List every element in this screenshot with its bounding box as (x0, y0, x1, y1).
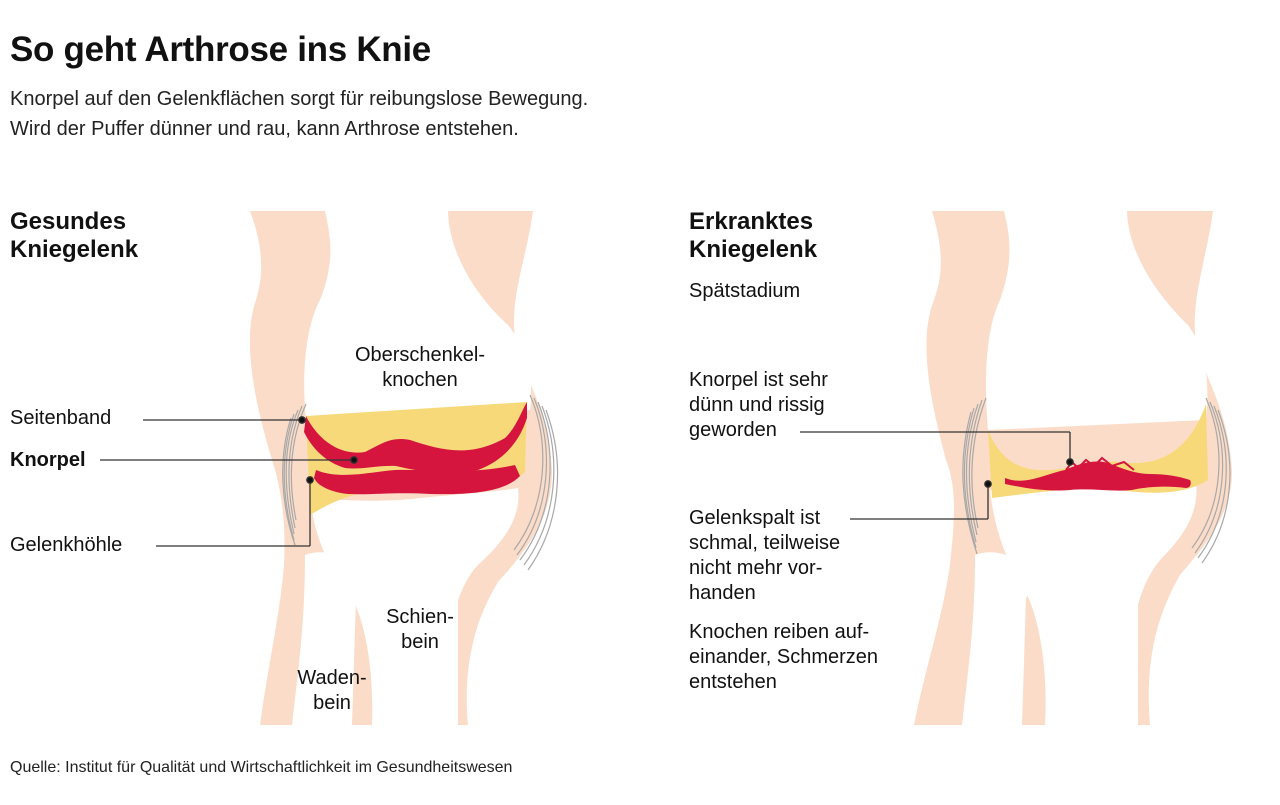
diseased-femur (985, 211, 1208, 430)
healthy-panel-title: Gesundes Kniegelenk (10, 208, 138, 264)
label-fibula-line-1: Waden- (297, 667, 367, 689)
healthy-title-line-2: Kniegelenk (10, 236, 139, 263)
healthy-right-ligament (513, 394, 559, 571)
healthy-title-line-1: Gesundes (10, 208, 127, 235)
diseased-cartilage-cracks (1065, 456, 1135, 471)
label-femur: Oberschenkel- knochen (320, 343, 520, 393)
healthy-femur (304, 211, 532, 420)
label-thin-cartilage-line-1: Knorpel ist sehr (689, 369, 828, 391)
label-thin-cartilage-line-3: geworden (689, 419, 777, 441)
label-bones-rubbing-line-1: Knochen reiben auf- (689, 621, 870, 643)
label-bones-rubbing: Knochen reiben auf- einander, Schmerzen … (689, 620, 878, 695)
healthy-fibula (292, 552, 364, 725)
label-narrow-gap: Gelenkspalt ist schmal, teilweise nicht … (689, 506, 840, 606)
healthy-tibial-cartilage (314, 465, 520, 495)
label-narrow-gap-line-2: schmal, teilweise (689, 532, 841, 554)
healthy-femoral-cartilage (304, 402, 527, 473)
diseased-title-line-1: Erkranktes (689, 208, 814, 235)
diseased-knee-diagram (800, 211, 1233, 725)
diseased-leader-lines (800, 431, 1074, 520)
healthy-knee-diagram (100, 211, 559, 725)
subtitle-line-2: Wird der Puffer dünner und rau, kann Art… (10, 118, 519, 140)
label-narrow-gap-line-1: Gelenkspalt ist (689, 507, 821, 529)
diseased-panel-title: Erkranktes Kniegelenk (689, 208, 817, 264)
diseased-title-line-2: Kniegelenk (689, 236, 818, 263)
label-tibia-line-2: bein (401, 631, 439, 653)
label-thin-cartilage: Knorpel ist sehr dünn und rissig geworde… (689, 368, 828, 443)
page-title: So geht Arthrose ins Knie (10, 30, 431, 69)
healthy-tibia-head (310, 488, 519, 725)
source-note: Quelle: Institut für Qualität und Wirtsc… (10, 759, 513, 776)
healthy-leader-lines (100, 416, 358, 547)
label-narrow-gap-line-3: nicht mehr vor- (689, 557, 823, 579)
label-bones-rubbing-line-3: entstehen (689, 671, 777, 693)
label-ligament: Seitenband (10, 407, 112, 429)
label-bones-rubbing-line-2: einander, Schmerzen (689, 646, 879, 668)
label-tibia: Schien- bein (368, 605, 472, 655)
label-femur-line-2: knochen (382, 369, 458, 391)
diseased-left-ligament (962, 397, 987, 555)
label-joint-cavity: Gelenkhöhle (10, 534, 123, 556)
label-femur-line-1: Oberschenkel- (354, 344, 486, 366)
label-thin-cartilage-line-2: dünn und rissig (689, 394, 825, 416)
label-cartilage: Knorpel (10, 449, 86, 471)
label-stage: Spätstadium (689, 280, 801, 302)
subtitle-line-1: Knorpel auf den Gelenkflächen sorgt für … (10, 88, 589, 110)
label-narrow-gap-line-4: handen (689, 582, 756, 604)
diseased-tibia-head (990, 482, 1197, 725)
label-fibula-line-2: bein (313, 692, 351, 714)
diseased-cartilage (1005, 461, 1191, 491)
label-tibia-line-1: Schien- (386, 606, 454, 628)
diseased-right-ligament (1191, 397, 1231, 564)
diseased-fibula (962, 552, 1034, 725)
label-fibula: Waden- bein (280, 666, 384, 716)
